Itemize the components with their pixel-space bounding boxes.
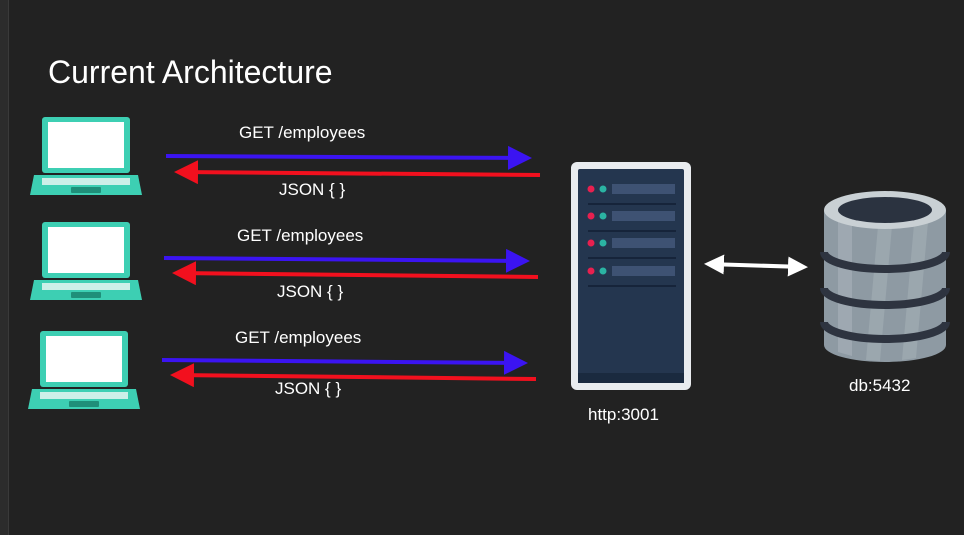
request-label-3: GET /employees <box>235 328 362 347</box>
response-arrow-2 <box>172 261 539 286</box>
response-arrow-1 <box>174 160 541 185</box>
request-label-2: GET /employees <box>237 226 364 245</box>
slide-left-edge <box>0 0 9 535</box>
response-label-3: JSON { } <box>275 379 342 398</box>
client-laptop-2 <box>30 222 142 300</box>
client-laptop-1 <box>30 117 142 195</box>
request-label-1: GET /employees <box>239 123 366 142</box>
server-unit-2 <box>587 211 676 232</box>
request-arrow-2 <box>163 248 530 273</box>
database-icon <box>820 191 950 362</box>
response-label-2: JSON { } <box>277 282 344 301</box>
laptop-icon <box>28 331 140 409</box>
slide-title: Current Architecture <box>48 54 333 90</box>
response-label-1: JSON { } <box>279 180 346 199</box>
request-arrow-1 <box>165 145 532 170</box>
client-laptop-3 <box>28 331 140 409</box>
request-arrow-3 <box>161 350 528 375</box>
server-unit-1 <box>587 184 676 205</box>
response-arrow-3 <box>170 363 537 388</box>
server-unit-3 <box>587 238 676 259</box>
server-label: http:3001 <box>588 405 659 424</box>
server-db-arrow <box>704 254 808 277</box>
server-rack-icon <box>571 162 691 390</box>
laptop-icon <box>30 222 142 300</box>
laptop-icon <box>30 117 142 195</box>
server-unit-4 <box>587 266 676 287</box>
database-label: db:5432 <box>849 376 911 395</box>
